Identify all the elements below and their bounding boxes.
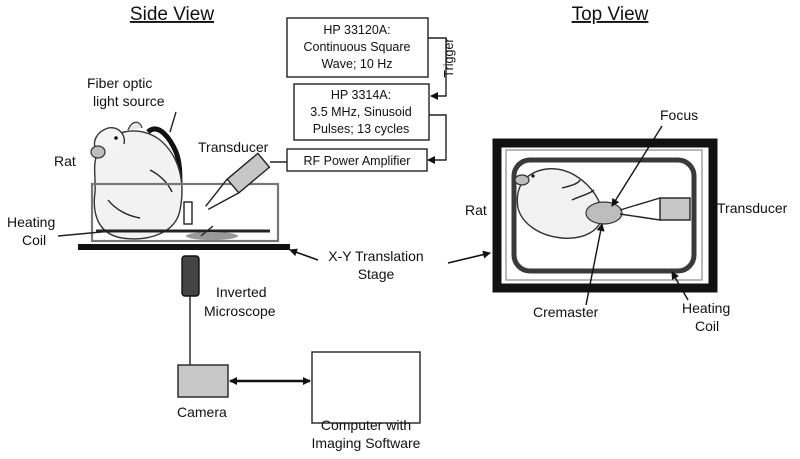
microscope-objective	[181, 255, 200, 297]
heated-chamber	[90, 182, 280, 243]
pulser-line-1: HP 3314A:	[331, 88, 391, 102]
pulser-to-amplifier-arrow	[427, 114, 447, 164]
microscope-label-1: Inverted	[216, 284, 267, 300]
generator-line-2: Continuous Square	[303, 40, 410, 54]
transducer-label-top: Transducer	[717, 200, 788, 216]
heating-label-side-2: Coil	[22, 232, 46, 248]
rf-amplifier-box: RF Power Amplifier	[286, 148, 428, 172]
tissue-spot	[186, 232, 238, 240]
pulser-line-3: Pulses; 13 cycles	[313, 122, 410, 136]
amplifier-label: RF Power Amplifier	[304, 154, 411, 168]
camera-box	[177, 364, 229, 398]
heating-label-side-1: Heating	[7, 214, 55, 230]
computer-label-1: Computer with	[321, 417, 411, 433]
fiber-label-line-1: Fiber optic	[87, 75, 152, 91]
pulser-line-2: 3.5 MHz, Sinusoid	[310, 105, 411, 119]
focus-arrow	[611, 125, 663, 207]
function-generator-box: HP 33120A: Continuous Square Wave; 10 Hz	[286, 17, 429, 78]
microscope-label-2: Microscope	[204, 303, 276, 319]
heating-label-top-1: Heating	[682, 300, 730, 316]
pulse-generator-box: HP 3314A: 3.5 MHz, Sinusoid Pulses; 13 c…	[293, 83, 430, 141]
ultrasound-beam-tip	[200, 225, 214, 237]
translation-stage-side	[78, 244, 290, 250]
computer-label-2: Imaging Software	[312, 435, 421, 451]
generator-line-3: Wave; 10 Hz	[321, 57, 392, 71]
top-transducer	[659, 197, 691, 221]
cremaster-label: Cremaster	[533, 304, 599, 320]
fiber-label-leader	[169, 111, 177, 133]
stage-label-2: Stage	[358, 266, 395, 282]
heating-coil-leader	[57, 230, 113, 237]
rat-label-side: Rat	[54, 153, 76, 169]
side-transducer	[205, 152, 271, 211]
side-view-title: Side View	[130, 4, 214, 25]
focus-label: Focus	[660, 107, 698, 123]
top-chamber	[505, 149, 703, 281]
stage-label-1: X-Y Translation	[328, 248, 423, 264]
fiber-tip	[183, 201, 193, 225]
rat-label-top: Rat	[465, 202, 487, 218]
top-heating-coil	[511, 157, 697, 274]
trigger-label: Trigger	[442, 38, 456, 77]
computer-box	[311, 351, 421, 424]
top-view-title: Top View	[572, 4, 649, 25]
generator-line-1: HP 33120A:	[323, 23, 390, 37]
top-beam	[619, 197, 661, 221]
cremaster-tissue	[585, 201, 623, 225]
cremaster-arrow	[585, 223, 605, 306]
fiber-label-line-2: light source	[93, 93, 165, 109]
camera-label: Camera	[177, 404, 227, 420]
trigger-arrow	[428, 37, 447, 100]
stage-arrow-left	[289, 248, 319, 261]
transducer-label-side: Transducer	[198, 139, 269, 155]
heating-arrow-top	[671, 271, 689, 301]
rat-top-illustration	[514, 168, 603, 239]
stage-arrow-right	[447, 250, 491, 264]
heating-label-top-2: Coil	[695, 318, 719, 334]
